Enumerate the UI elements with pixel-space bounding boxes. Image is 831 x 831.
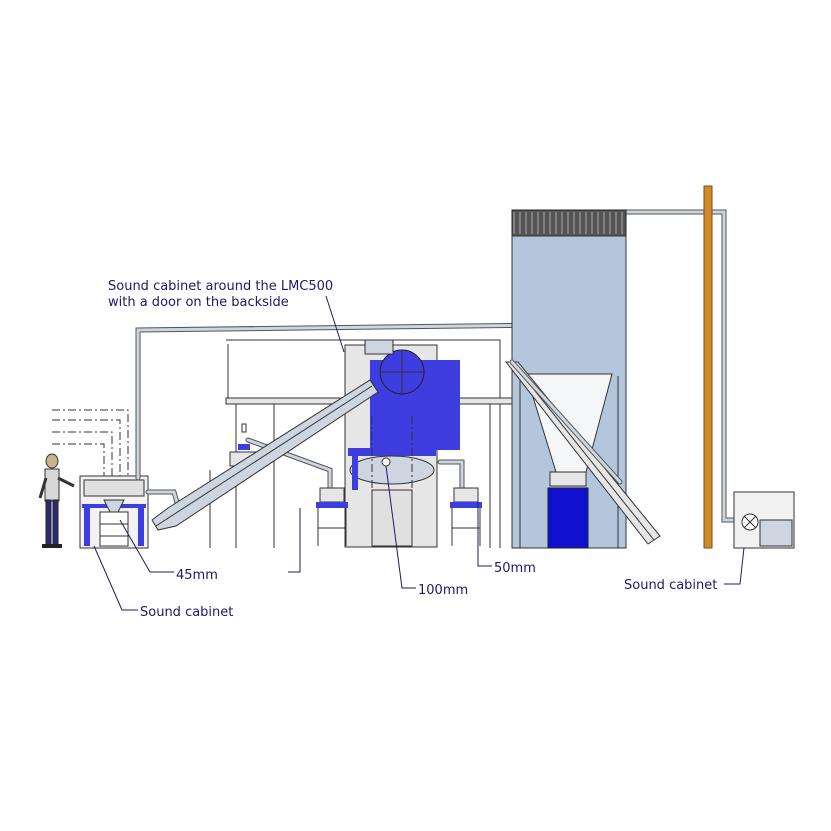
label-50mm: 50mm <box>494 561 536 576</box>
label-sound-cabinet-left: Sound cabinet <box>140 605 233 620</box>
inclined-conveyor <box>151 379 379 531</box>
pipe-network <box>135 209 747 523</box>
label-sound-cabinet-lmc500: Sound cabinet around the LMC500 <box>108 279 333 294</box>
label-100mm: 100mm <box>418 583 468 598</box>
hopper-right <box>450 487 482 546</box>
label-45mm: 45mm <box>176 568 218 583</box>
lmc500-sound-cabinet <box>344 339 460 548</box>
label-door-backside: with a door on the backside <box>108 295 289 310</box>
silo-staircase <box>504 359 661 545</box>
label-sound-cabinet-right: Sound cabinet <box>624 578 717 593</box>
orange-post <box>703 185 713 549</box>
right-sound-cabinet <box>733 491 795 549</box>
annotation-leaders <box>93 295 745 611</box>
hopper-left <box>316 487 348 546</box>
operator-figure <box>38 453 75 548</box>
left-sound-cabinet <box>52 409 149 549</box>
